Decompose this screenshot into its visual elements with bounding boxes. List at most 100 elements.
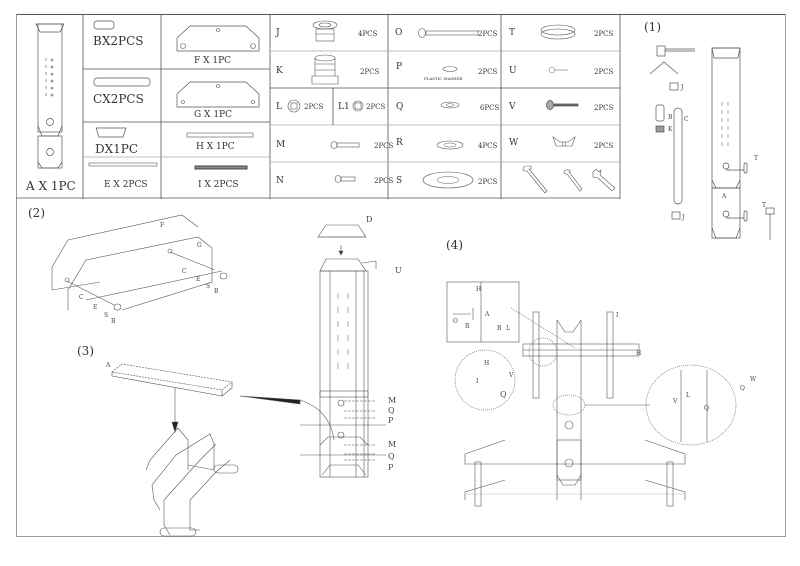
step-2-callout-s-left: S xyxy=(104,312,109,319)
step-1-callout-t-top: T xyxy=(754,155,759,162)
hw-u-screw-icon xyxy=(548,66,568,74)
part-f-panel-icon xyxy=(176,25,260,52)
hw-r-washer-icon xyxy=(436,140,464,150)
step-4-zoom-callout-q-right: Q xyxy=(740,385,745,392)
step-1-callout-b: B xyxy=(668,114,673,121)
hw-t-id: T xyxy=(509,28,516,38)
hw-s-washer-icon xyxy=(422,171,474,189)
column-callout-m2: M xyxy=(388,440,397,449)
hw-q-washer-icon xyxy=(440,101,460,109)
step-4-detail-callout-h: H xyxy=(484,360,490,367)
hw-v-bolt-icon xyxy=(546,100,579,110)
hw-r-id: R xyxy=(396,138,403,148)
hw-l-qty: 2PCS xyxy=(304,103,324,111)
step-2-callout-b-left: B xyxy=(111,318,116,325)
step-1-callout-t-bottom: T xyxy=(762,202,767,209)
hw-p-note: PLASTIC WASHER xyxy=(424,76,463,81)
step-1-callout-j-top: J xyxy=(681,84,684,91)
hw-p-qty: 2PCS xyxy=(478,68,498,76)
step-4-zoom-callout-l: L xyxy=(686,392,690,399)
step-3-callout-a: A xyxy=(106,362,111,369)
part-d-cap-icon xyxy=(95,127,127,138)
hw-t-ring-icon xyxy=(540,24,576,40)
wrench-icon xyxy=(592,168,616,192)
part-e-label: E X 2PCS xyxy=(104,180,148,190)
hw-s-qty: 2PCS xyxy=(478,178,498,186)
hw-j-bushing-icon xyxy=(312,20,338,42)
step-4-detail-callout-i: I xyxy=(476,378,479,385)
part-i-bracket-icon xyxy=(194,165,248,170)
column-detail-diagram xyxy=(300,224,386,478)
step-2-callout-c-left: C xyxy=(79,294,84,301)
part-a-label: A X 1PC xyxy=(26,179,76,193)
column-callout-p1: P xyxy=(388,416,394,425)
hw-n-id: N xyxy=(276,176,284,186)
column-callout-q2: Q xyxy=(388,452,395,461)
step-2-callout-s-right: S xyxy=(206,283,211,290)
part-f-label: F X 1PC xyxy=(194,56,232,66)
hw-k-bushing-icon xyxy=(311,54,339,85)
hw-l-id: L xyxy=(276,102,282,112)
step-4-inset-callout-a: A xyxy=(485,311,490,318)
part-e-bar-icon xyxy=(88,162,158,167)
hw-j-id: J xyxy=(276,28,280,38)
step-2-diagram xyxy=(51,214,228,311)
hw-s-id: S xyxy=(396,176,403,186)
hw-n-bolt-icon xyxy=(334,175,356,183)
hw-l1-nut-icon xyxy=(352,100,364,112)
step-2-callout-c-right: C xyxy=(182,268,187,275)
step-3-label: (3) xyxy=(77,344,94,358)
step-4-inset-callout-l: L xyxy=(506,325,510,332)
hw-l-nut-icon xyxy=(287,99,301,113)
hw-o-id: O xyxy=(395,28,403,38)
page-frame xyxy=(16,14,786,537)
hw-p-id: P xyxy=(396,62,403,72)
column-callout-q1: Q xyxy=(388,406,395,415)
step-4-inset-callout-r: R xyxy=(465,323,470,330)
hw-w-id: W xyxy=(509,138,519,148)
step-1-callout-j-bottom: J xyxy=(682,214,685,221)
step-2-label: (2) xyxy=(28,206,45,220)
hw-r-qty: 4PCS xyxy=(478,142,498,150)
column-callout-u: U xyxy=(395,266,402,275)
hw-o-qty: 2PCS xyxy=(478,30,498,38)
hw-j-qty: 4PCS xyxy=(358,30,378,38)
hw-t-qty: 2PCS xyxy=(594,30,614,38)
hw-v-id: V xyxy=(509,102,516,112)
hw-u-qty: 2PCS xyxy=(594,68,614,76)
step-1-label: (1) xyxy=(644,20,661,34)
parts-table: A X 1PC BX2PCS CX2PCS DX1PC E X 2PCS F X… xyxy=(16,14,621,199)
column-callout-p2: P xyxy=(388,463,394,472)
step-1-callout-a: A xyxy=(722,193,727,200)
part-i-label: I X 2PCS xyxy=(198,180,239,190)
hw-u-id: U xyxy=(509,66,517,76)
part-h-bracket-icon xyxy=(186,132,254,138)
hex-key-large-icon xyxy=(522,165,548,194)
step-3-diagram xyxy=(111,363,335,537)
part-c-label: CX2PCS xyxy=(93,92,144,106)
hw-k-id: K xyxy=(276,66,283,76)
part-b-label: BX2PCS xyxy=(93,34,144,48)
part-d-label: DX1PC xyxy=(95,142,139,156)
step-1-callout-k: K xyxy=(668,126,673,133)
step-4-zoom-callout-v: V xyxy=(673,398,678,405)
hw-q-qty: 6PCS xyxy=(480,104,500,112)
part-h-label: H X 1PC xyxy=(196,142,235,152)
part-c-rod-icon xyxy=(93,77,151,87)
hw-o-long-bolt-icon xyxy=(418,28,479,38)
step-1-diagram xyxy=(649,45,775,240)
step-2-callout-e-left: E xyxy=(93,304,98,311)
hw-p-washer-icon xyxy=(442,66,458,72)
hw-q-id: Q xyxy=(396,102,404,112)
step-2-callout-g: G xyxy=(197,242,202,249)
hw-w-qty: 2PCS xyxy=(594,142,614,150)
step-1-callout-c: C xyxy=(684,116,689,123)
step-4-detail-callout-v: V xyxy=(509,372,514,379)
step-4-inset-callout-b: B xyxy=(497,325,502,332)
step-4-callout-i-top: I xyxy=(616,312,619,319)
step-4-detail-callout-q: Q xyxy=(500,390,507,399)
column-callout-m1: M xyxy=(388,396,397,405)
hex-key-small-icon xyxy=(563,169,583,192)
step-4-label: (4) xyxy=(446,238,463,252)
hw-n-qty: 2PCS xyxy=(374,177,394,185)
